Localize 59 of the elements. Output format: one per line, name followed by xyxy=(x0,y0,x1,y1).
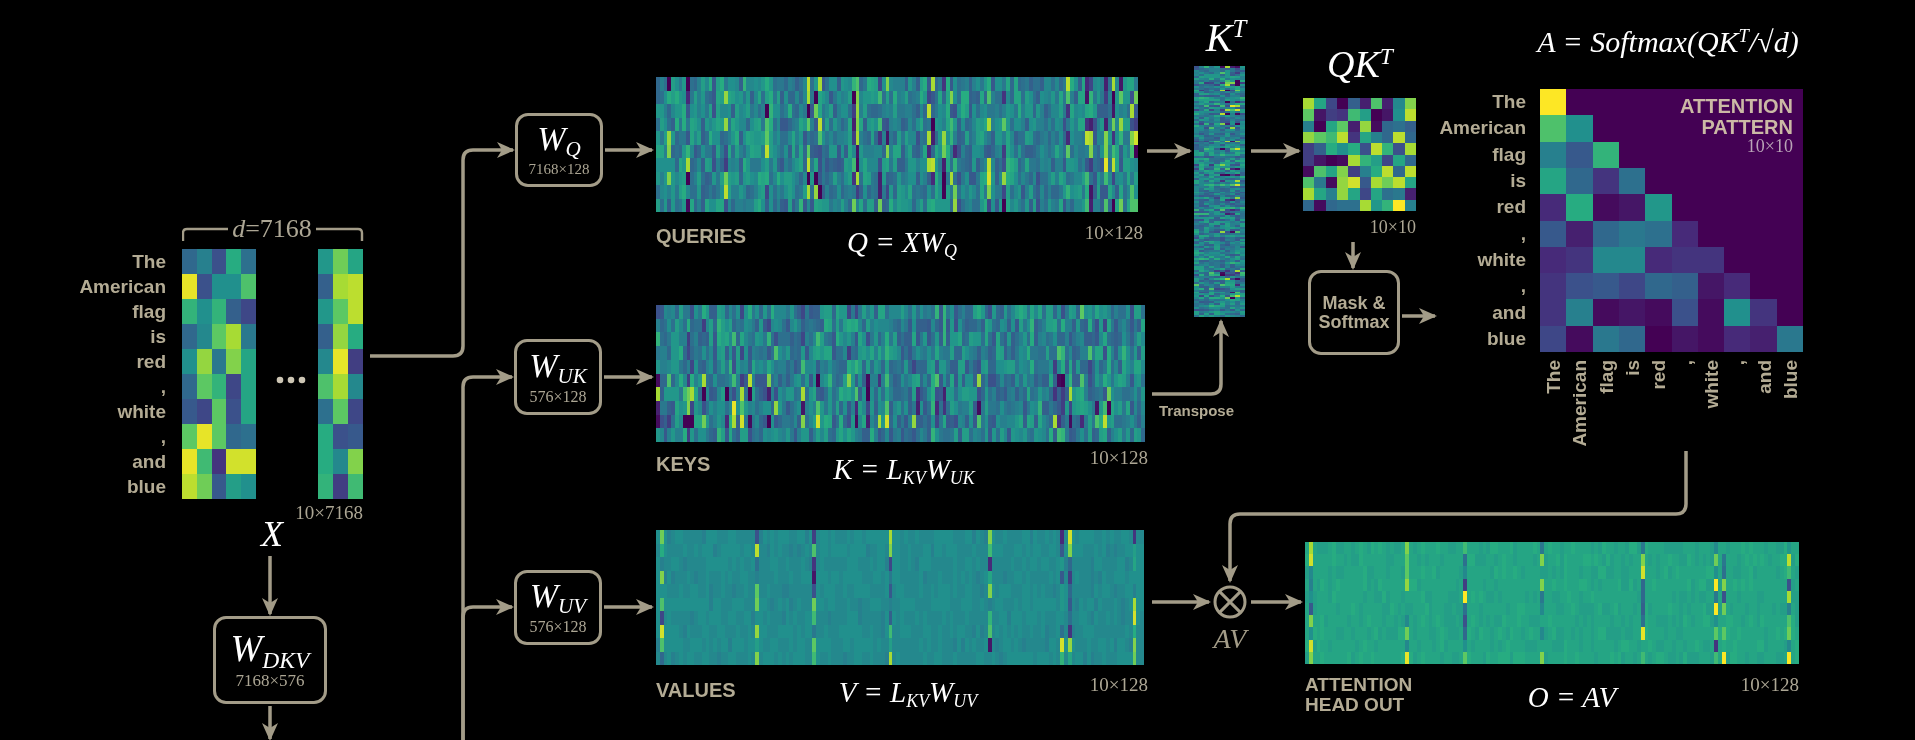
row-label: blue xyxy=(126,476,166,497)
row-label: and xyxy=(132,451,166,472)
column-label: blue xyxy=(1780,360,1800,400)
dimension-label: 576×128 xyxy=(529,387,587,406)
row-label: flag xyxy=(1492,144,1526,165)
matrix-symbol: K$^{T}$ xyxy=(1205,18,1247,58)
row-label: American xyxy=(1439,118,1526,139)
edge-label: Transpose xyxy=(1157,403,1237,420)
row-label: flag xyxy=(132,301,166,322)
symbol-label: AV xyxy=(1213,625,1247,653)
row-label: blue xyxy=(1486,328,1526,349)
matrix-caption: QUERIES xyxy=(656,225,747,247)
row-label: , xyxy=(160,376,166,397)
dimension-label: 10×10 xyxy=(1369,218,1416,238)
row-label: red xyxy=(136,351,166,372)
row-label: white xyxy=(1477,249,1526,270)
formula: A = Softmax(QK$^{T}$/√d) xyxy=(1537,27,1799,57)
formula: K = L$_{KV}$W$_{UK}$ xyxy=(833,454,975,484)
formula: O = AV xyxy=(1527,682,1617,712)
row-label: The xyxy=(1492,92,1526,113)
column-label: and xyxy=(1754,360,1774,394)
formula: V = L$_{KV}$W$_{UV}$ xyxy=(838,677,978,707)
matrix-caption: ATTENTION HEAD OUT xyxy=(1305,675,1414,715)
column-label: The xyxy=(1543,360,1563,394)
dimension-label: d=7168 xyxy=(232,214,312,244)
dimension-label: 10×128 xyxy=(1089,674,1148,696)
row-label: white xyxy=(117,401,166,422)
dimension-label: 10×7168 xyxy=(295,502,363,524)
matrix-symbol: QK$^{T}$ xyxy=(1327,45,1393,83)
column-label: , xyxy=(1675,360,1695,366)
column-label: American xyxy=(1569,360,1589,447)
row-label: , xyxy=(160,426,166,447)
dimension-label: 10×128 xyxy=(1084,222,1143,244)
dimension-label: 576×128 xyxy=(529,618,587,636)
matrix-symbol: W$_{UK}$ xyxy=(529,348,587,383)
row-label: , xyxy=(1520,223,1526,244)
matrix-symbol: W$_{Q}$ xyxy=(537,122,581,157)
box-label: Mask & Softmax xyxy=(1317,293,1391,332)
row-label: red xyxy=(1496,197,1526,218)
dimension-label: 7168×128 xyxy=(528,161,590,178)
column-label: flag xyxy=(1596,360,1616,394)
column-label: is xyxy=(1622,360,1642,376)
dimension-label: 10×128 xyxy=(1740,674,1799,696)
row-label: is xyxy=(1510,171,1526,191)
row-label: is xyxy=(150,326,166,347)
row-label: and xyxy=(1492,302,1526,323)
row-label: , xyxy=(1520,276,1526,297)
matrix-symbol: W$_{UV}$ xyxy=(529,579,587,614)
dimension-label: 10×128 xyxy=(1089,447,1148,469)
row-label: American xyxy=(79,276,166,297)
row-label: The xyxy=(132,251,166,272)
column-label: white xyxy=(1701,360,1721,409)
column-label: , xyxy=(1727,360,1747,366)
matrix-symbol: X xyxy=(261,516,283,552)
matrix-symbol: W$_{DKV}$ xyxy=(230,629,310,668)
matrix-caption: KEYS xyxy=(656,453,711,475)
column-label: red xyxy=(1648,360,1668,390)
matrix-caption: VALUES xyxy=(656,679,736,701)
dimension-label: 7168×576 xyxy=(235,672,305,691)
